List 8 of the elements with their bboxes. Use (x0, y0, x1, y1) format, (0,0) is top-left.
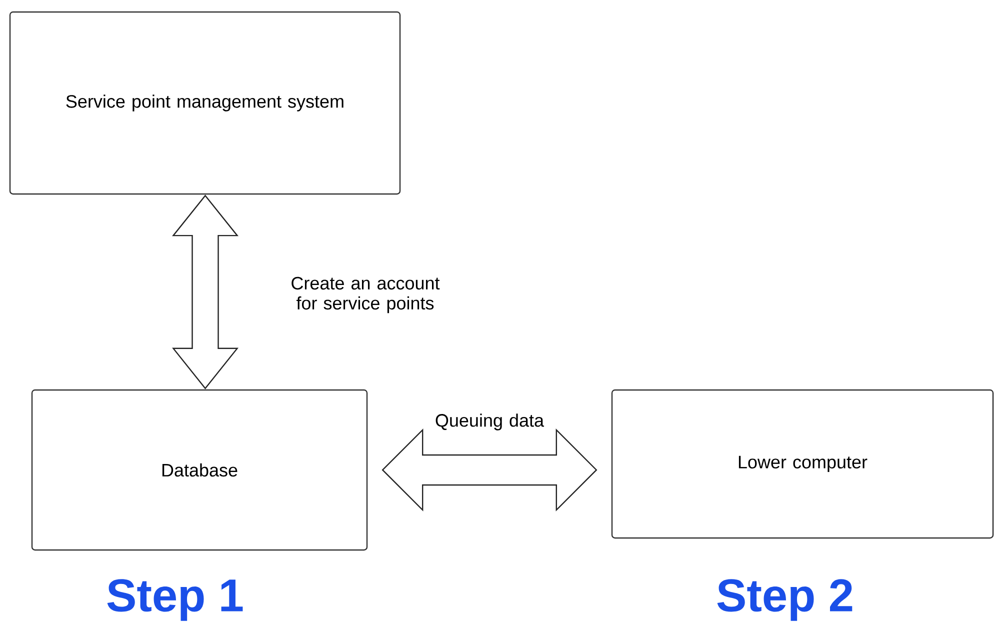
process-box: Lower computer (611, 389, 994, 539)
step-label: Step 2 (717, 579, 852, 621)
edge-label: Queuing data (436, 414, 544, 430)
edge-label: Create an account for service points (292, 276, 440, 314)
process-box: Database (31, 389, 368, 551)
step-label: Step 1 (107, 579, 243, 621)
process-box: Service point management system (9, 11, 401, 195)
double-arrow (172, 194, 238, 390)
